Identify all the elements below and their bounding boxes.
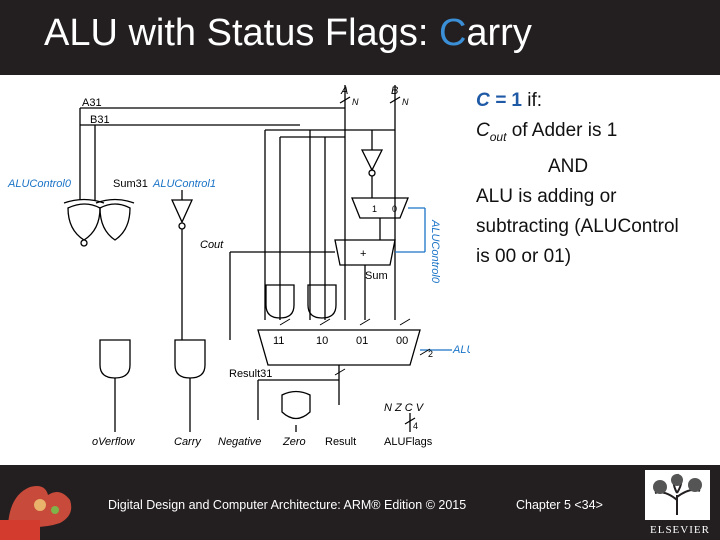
flexed-arm-logo-icon [0, 486, 72, 540]
alu-diagram: A31 B31 A B N N ALUControl0 Sum31 ALUCon… [0, 75, 470, 465]
label-result: Result [325, 436, 356, 448]
label-overflow: oVerflow [92, 436, 135, 448]
condition-line: C = 1 if: [476, 86, 716, 116]
and-line: AND [548, 155, 589, 177]
condition-head: C = 1 [476, 90, 522, 111]
footer-page: Chapter 5 <34> [516, 498, 603, 512]
label-b31: B31 [90, 114, 110, 126]
label-sum: Sum [365, 270, 388, 282]
label-alucontrol: ALUControl [452, 344, 470, 356]
footer: Digital Design and Computer Architecture… [0, 465, 720, 540]
label-mux-zero: 0 [392, 204, 397, 214]
label-b: B [391, 85, 398, 97]
label-mux-10: 10 [316, 335, 328, 347]
subtracting-line: subtracting (ALUControl [476, 215, 679, 237]
label-sum31: Sum31 [113, 178, 148, 190]
label-alucontrol1: ALUControl1 [152, 178, 216, 190]
title-bar: ALU with Status Flags: Carry [0, 0, 720, 75]
label-plus: + [360, 248, 366, 260]
label-four: 4 [413, 421, 418, 431]
control-line: is 00 or 01) [476, 245, 572, 267]
cout-line: Cout of Adder is 1 [476, 120, 618, 144]
elsevier-tree-logo-icon [645, 470, 710, 520]
title-rest: arry [466, 12, 532, 54]
slide-title: ALU with Status Flags: Carry [44, 12, 532, 55]
label-cout: Cout [200, 239, 224, 251]
label-aluflags: ALUFlags [384, 436, 433, 448]
label-mux-01: 01 [356, 335, 368, 347]
condition-suffix: if: [521, 90, 543, 111]
label-negative: Negative [218, 436, 261, 448]
label-zero: Zero [282, 436, 306, 448]
label-alucontrol0-left: ALUControl0 [7, 178, 72, 190]
explanation: C = 1 if: Cout of Adder is 1 AND ALU is … [476, 86, 716, 272]
label-alucontrol0-vertical: ALUControl0 [429, 219, 441, 284]
label-n-a: N [352, 97, 359, 107]
label-a31: A31 [82, 97, 102, 109]
label-n-b: N [402, 97, 409, 107]
label-mux-11: 11 [273, 335, 284, 347]
label-a: A [340, 85, 348, 97]
title-main: ALU with Status Flags: [44, 12, 439, 54]
label-two: 2 [428, 349, 433, 359]
alu-schematic: A31 B31 A B N N ALUControl0 Sum31 ALUCon… [7, 85, 470, 448]
label-carry: Carry [174, 436, 202, 448]
label-mux-00: 00 [396, 335, 408, 347]
label-nzcv: N Z C V [384, 402, 425, 414]
adding-line: ALU is adding or [476, 185, 617, 207]
publisher-name: ELSEVIER [650, 524, 710, 536]
title-accent-letter: C [438, 12, 467, 54]
footer-citation: Digital Design and Computer Architecture… [108, 498, 467, 512]
label-mux-one: 1 [372, 204, 377, 214]
label-result31: Result31 [229, 368, 272, 380]
